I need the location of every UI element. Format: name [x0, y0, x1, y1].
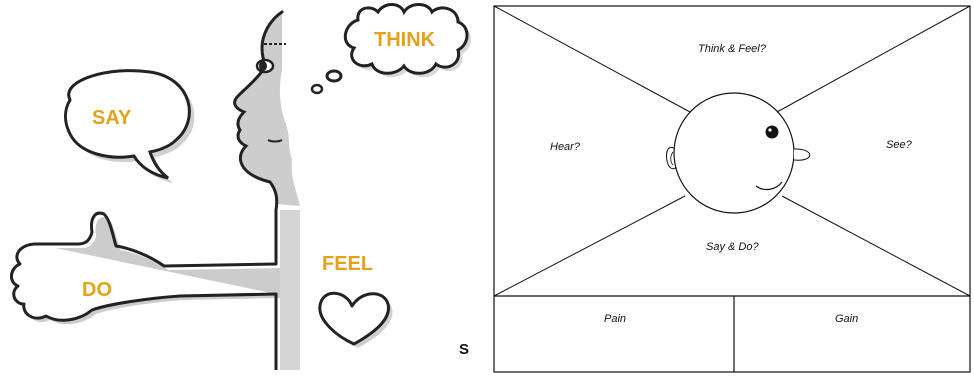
heart-icon	[320, 293, 393, 348]
feel-label: FEEL	[322, 253, 373, 275]
say-label: SAY	[92, 107, 132, 129]
gain-label: Gain	[835, 313, 858, 325]
say-do-label: Say & Do?	[706, 241, 759, 253]
do-label: DO	[82, 279, 112, 301]
arm-and-hand	[11, 210, 300, 370]
empathy-sketch: THINK SAY DO	[0, 0, 480, 376]
empathy-map: Think & Feel? Hear? See? Say & Do? Pain …	[480, 0, 974, 376]
think-feel-label: Think & Feel?	[698, 43, 767, 55]
stray-letter: S	[459, 341, 469, 358]
face-profile	[235, 12, 300, 210]
empathy-sketch-canvas: THINK SAY DO	[0, 0, 480, 376]
hear-label: Hear?	[550, 141, 581, 153]
think-label: THINK	[374, 29, 436, 51]
pain-label: Pain	[604, 313, 626, 325]
see-label: See?	[886, 139, 913, 151]
empathy-map-canvas: Think & Feel? Hear? See? Say & Do? Pain …	[480, 0, 974, 376]
